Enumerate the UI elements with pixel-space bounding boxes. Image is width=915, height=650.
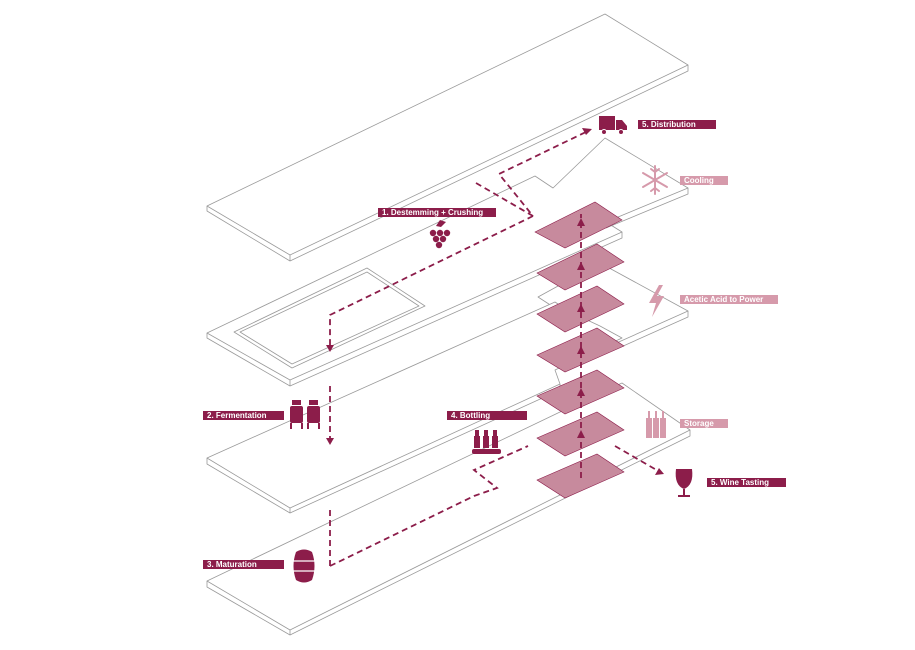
arrowhead-wine-tasting (655, 468, 664, 475)
route-bottling (329, 445, 529, 567)
snowflake-icon (642, 165, 668, 195)
truck-icon (599, 116, 627, 135)
fermentation-tanks-icon (290, 400, 320, 429)
route-wine-tasting (614, 445, 661, 473)
arrowhead-core-4 (577, 346, 585, 354)
route-distribution (475, 129, 591, 217)
label-storage: Storage (680, 419, 728, 428)
floor-plate-level-2 (206, 137, 689, 387)
arrowhead-core-6 (577, 430, 585, 438)
arrowhead-core-3 (577, 304, 585, 312)
label-fermentation: 2. Fermentation (203, 411, 284, 420)
label-distribution: 5. Distribution (638, 120, 716, 129)
route-crushing (329, 215, 534, 346)
label-maturation: 3. Maturation (203, 560, 284, 569)
arrowhead-core-5 (577, 388, 585, 396)
label-cooling: Cooling (680, 176, 728, 185)
label-destemming-crushing: 1. Destemming + Crushing (378, 208, 496, 217)
arrowhead-crushing (326, 345, 334, 352)
wine-bottles-icon (646, 411, 666, 438)
label-wine-tasting: 5. Wine Tasting (707, 478, 786, 487)
arrowhead-core-1 (577, 218, 585, 226)
floor-plate-level-1 (206, 13, 689, 262)
barrel-icon (293, 549, 315, 583)
label-bottling: 4. Bottling (447, 411, 527, 420)
arrowhead-core-2 (577, 262, 585, 270)
bottling-line-icon (472, 430, 501, 454)
wine-glass-icon (675, 469, 693, 497)
grapes-icon (429, 220, 451, 249)
lightning-icon (649, 285, 664, 317)
arrowhead-fermentation (326, 438, 334, 445)
arrowhead-distribution (582, 128, 592, 135)
label-acetic-acid-to-power: Acetic Acid to Power (680, 295, 778, 304)
